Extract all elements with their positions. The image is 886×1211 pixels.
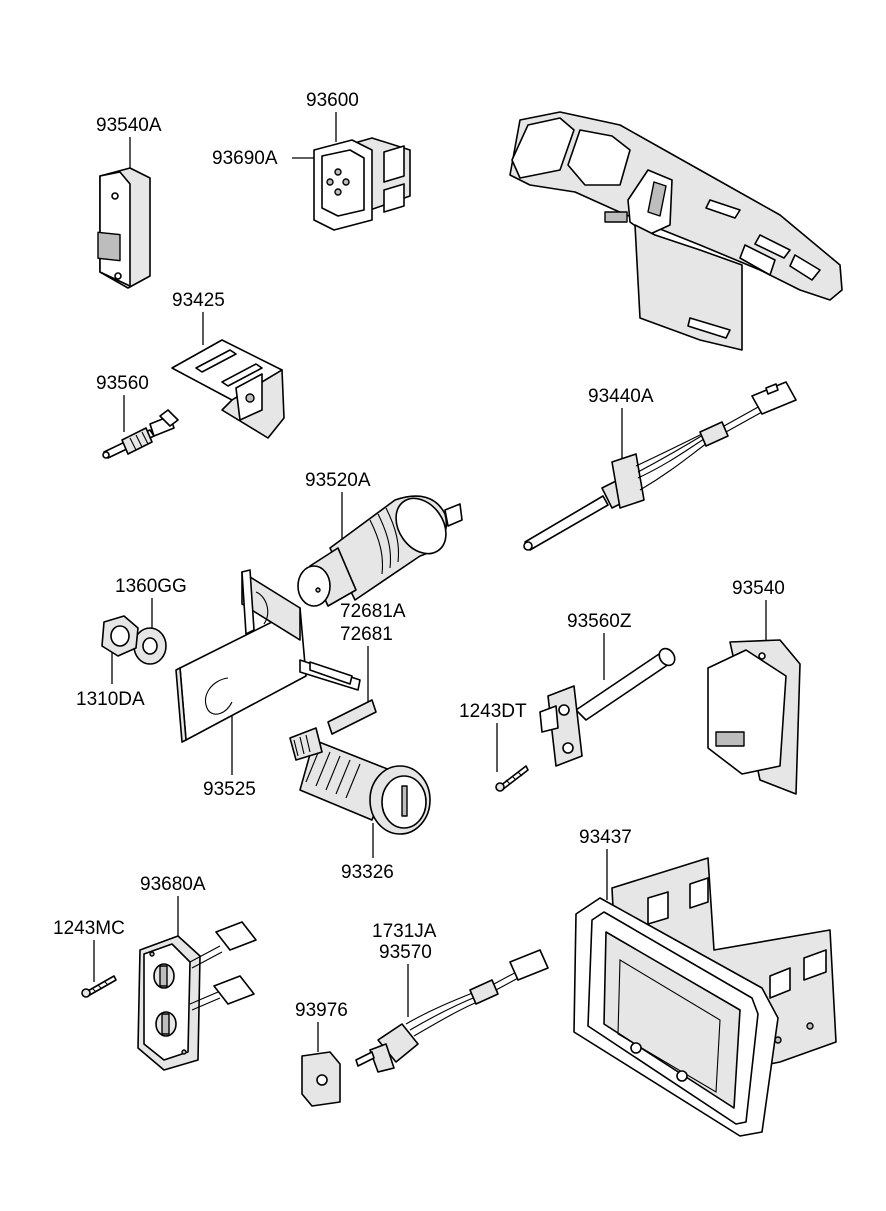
label-93425: 93425: [172, 290, 225, 311]
label-93600: 93600: [306, 90, 359, 111]
part-1310DA-nut: [101, 615, 139, 657]
part-93425-bracket: [171, 339, 285, 439]
part-93520A-cylinder-switch: [297, 495, 463, 607]
label-93690A: 93690A: [212, 148, 278, 169]
part-dashboard: [509, 111, 843, 351]
label-1310DA: 1310DA: [76, 689, 145, 710]
label-1360GG: 1360GG: [115, 576, 187, 597]
label-93525: 93525: [203, 779, 256, 800]
part-93680A-dual-switch: [137, 921, 257, 1071]
label-93520A: 93520A: [305, 470, 371, 491]
part-93976-gasket: [301, 1051, 341, 1107]
label-1243MC: 1243MC: [53, 918, 125, 939]
part-1243MC-screw: [81, 975, 117, 998]
label-93437: 93437: [579, 827, 632, 848]
label-72681: 72681: [340, 624, 393, 645]
label-93440A: 93440A: [588, 386, 654, 407]
part-93570-toggle-switch: [355, 949, 549, 1073]
label-72681A: 72681A: [340, 601, 406, 622]
label-93680A: 93680A: [140, 874, 206, 895]
part-93540A-switch-cover: [97, 167, 151, 289]
label-93570: 93570: [379, 942, 432, 963]
part-93560-pin: [102, 409, 179, 459]
label-93976: 93976: [295, 1000, 348, 1021]
label-93560Z: 93560Z: [567, 611, 632, 632]
part-1243DT-screw: [495, 765, 529, 792]
label-93560: 93560: [96, 373, 149, 394]
part-93600-switch: [313, 137, 411, 231]
part-93525-bracket: [175, 569, 361, 743]
label-93326: 93326: [341, 862, 394, 883]
part-1360GG-washer: [133, 627, 167, 665]
label-93540A: 93540A: [96, 115, 162, 136]
part-93560Z-rod: [539, 647, 676, 767]
part-93440A-cable-switch: [523, 381, 797, 551]
part-93326-lock-cylinder: [289, 727, 431, 835]
label-1243DT: 1243DT: [459, 701, 527, 722]
leader-lines: [93, 112, 767, 1052]
part-72681-plate: [327, 699, 377, 735]
label-93540: 93540: [732, 578, 785, 599]
part-93437-bezel-frame: [573, 857, 837, 1137]
part-93540-module: [707, 639, 801, 795]
part-labels: 93540A 93600 93690A 93425 93560 93440A 9…: [53, 90, 785, 1021]
label-1731JA: 1731JA: [372, 921, 437, 942]
